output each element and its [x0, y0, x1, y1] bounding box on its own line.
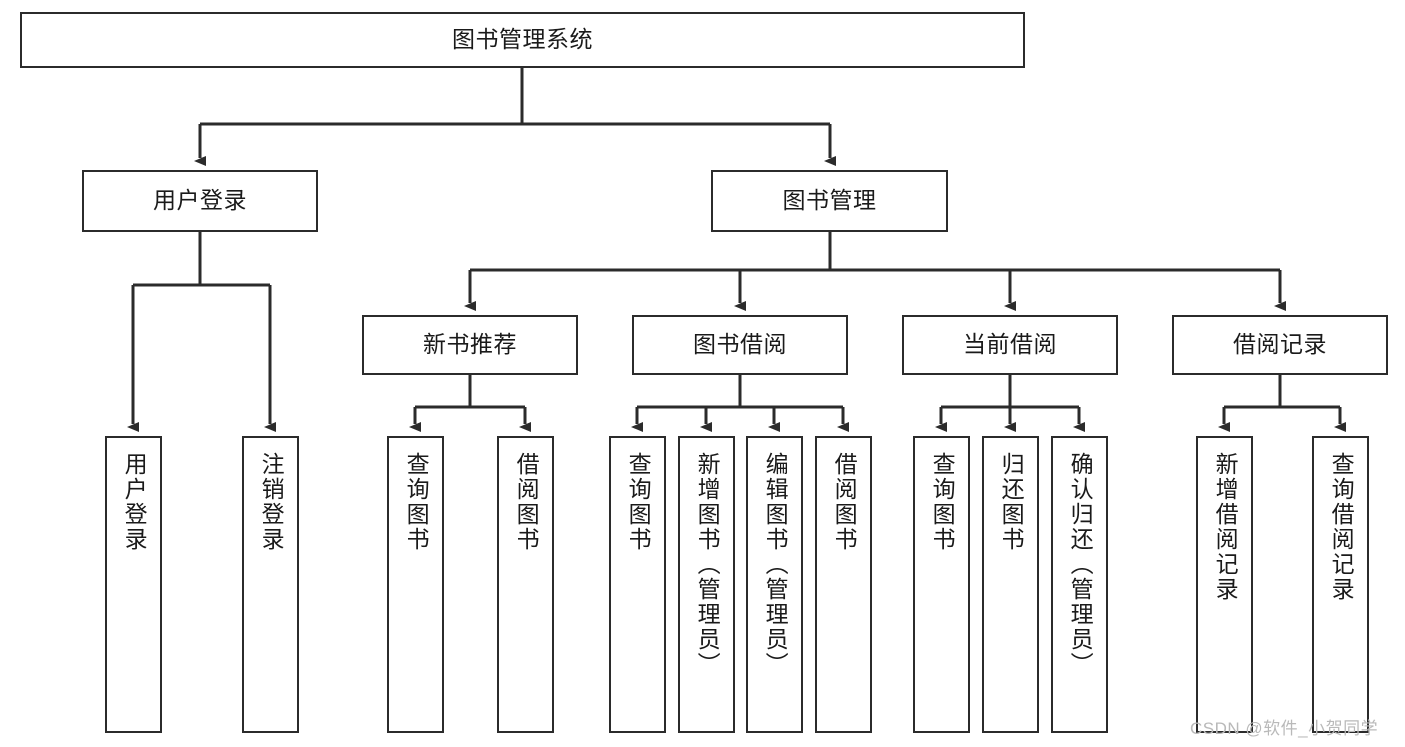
- leaf-bb-query-book[interactable]: 查询图书: [609, 436, 666, 733]
- node-book-management[interactable]: 图书管理: [711, 170, 948, 232]
- leaf-nb-query-book-label: 查询图书: [403, 452, 430, 552]
- leaf-cb-query-book[interactable]: 查询图书: [913, 436, 970, 733]
- node-borrow-record[interactable]: 借阅记录: [1172, 315, 1388, 375]
- leaf-logout-label: 注销登录: [258, 452, 285, 552]
- leaf-nb-query-book[interactable]: 查询图书: [387, 436, 444, 733]
- leaf-bb-borrow-book[interactable]: 借阅图书: [815, 436, 872, 733]
- node-book-borrow[interactable]: 图书借阅: [632, 315, 848, 375]
- leaf-br-query-record[interactable]: 查询借阅记录: [1312, 436, 1369, 733]
- leaf-br-add-record[interactable]: 新增借阅记录: [1196, 436, 1253, 733]
- leaf-cb-confirm-return-label: 确认归还（管理员）: [1067, 452, 1094, 677]
- node-book-management-label: 图书管理: [782, 187, 877, 214]
- node-root-label: 图书管理系统: [452, 26, 593, 53]
- leaf-bb-edit-book[interactable]: 编辑图书（管理员）: [746, 436, 803, 733]
- leaf-cb-return-book-label: 归还图书: [998, 452, 1025, 552]
- node-book-borrow-label: 图书借阅: [693, 331, 787, 358]
- leaf-bb-borrow-book-label: 借阅图书: [831, 452, 858, 552]
- node-current-borrow[interactable]: 当前借阅: [902, 315, 1118, 375]
- node-borrow-record-label: 借阅记录: [1233, 331, 1327, 358]
- leaf-nb-borrow-book-label: 借阅图书: [513, 452, 540, 552]
- leaf-br-query-record-label: 查询借阅记录: [1328, 452, 1355, 602]
- leaf-bb-query-book-label: 查询图书: [625, 452, 652, 552]
- leaf-bb-add-book-label: 新增图书（管理员）: [694, 452, 721, 677]
- leaf-user-login[interactable]: 用户登录: [105, 436, 162, 733]
- node-user-login-label: 用户登录: [153, 187, 247, 214]
- leaf-logout[interactable]: 注销登录: [242, 436, 299, 733]
- node-current-borrow-label: 当前借阅: [963, 331, 1057, 358]
- node-new-book-recommend[interactable]: 新书推荐: [362, 315, 578, 375]
- node-new-book-recommend-label: 新书推荐: [423, 331, 517, 358]
- node-user-login[interactable]: 用户登录: [82, 170, 318, 232]
- leaf-br-add-record-label: 新增借阅记录: [1212, 452, 1239, 602]
- leaf-cb-return-book[interactable]: 归还图书: [982, 436, 1039, 733]
- leaf-cb-confirm-return[interactable]: 确认归还（管理员）: [1051, 436, 1108, 733]
- leaf-user-login-label: 用户登录: [121, 452, 148, 552]
- leaf-nb-borrow-book[interactable]: 借阅图书: [497, 436, 554, 733]
- node-root-system[interactable]: 图书管理系统: [20, 12, 1025, 68]
- leaf-cb-query-book-label: 查询图书: [929, 452, 956, 552]
- leaf-bb-edit-book-label: 编辑图书（管理员）: [762, 452, 789, 677]
- leaf-bb-add-book[interactable]: 新增图书（管理员）: [678, 436, 735, 733]
